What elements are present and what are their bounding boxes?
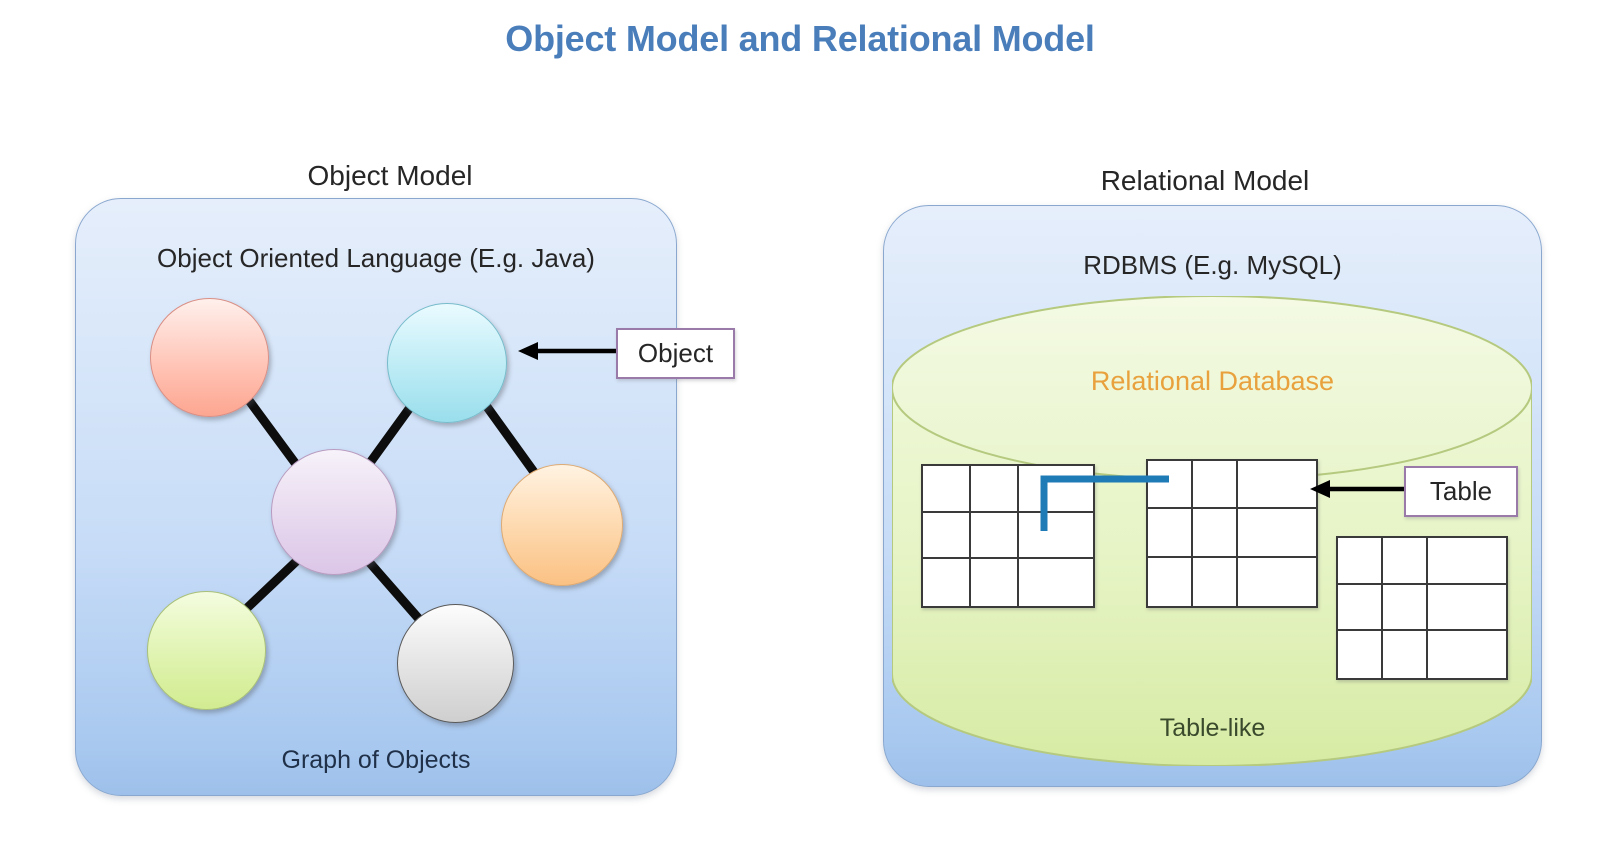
table-cell	[1238, 509, 1316, 558]
rdbms-label: RDBMS (E.g. MySQL)	[1083, 250, 1342, 280]
table-grid-left[interactable]	[921, 464, 1095, 608]
object-node-gray[interactable]	[397, 604, 514, 723]
table-cell	[923, 512, 971, 560]
object-node-red[interactable]	[150, 298, 269, 417]
object-node-green[interactable]	[147, 591, 266, 710]
graph-of-objects-label: Graph of Objects	[281, 746, 471, 774]
object-node-purple[interactable]	[271, 449, 397, 575]
table-cell	[1193, 509, 1238, 558]
page-title: Object Model and Relational Model	[505, 18, 1095, 59]
object-callout-label: Object	[637, 338, 714, 368]
table-cell	[1019, 512, 1093, 560]
table-cell	[1148, 509, 1193, 558]
table-cell	[1338, 584, 1383, 632]
table-cell	[1148, 557, 1193, 606]
table-cell	[971, 559, 1019, 606]
table-cell	[971, 512, 1019, 560]
relational-database-label: Relational Database	[1090, 366, 1335, 396]
table-cell	[923, 559, 971, 606]
edge-cyan-orange	[480, 399, 544, 484]
table-grid-right[interactable]	[1336, 536, 1508, 680]
table-cell	[1428, 631, 1506, 678]
relational-model-heading: Relational Model	[1100, 165, 1310, 196]
table-cell	[1148, 461, 1193, 510]
table-cell	[971, 466, 1019, 513]
relational-model-container: RDBMS (E.g. MySQL) Relational Database	[883, 205, 1542, 787]
table-cell	[1338, 538, 1383, 585]
object-callout[interactable]: Object	[616, 328, 735, 379]
table-cell	[1193, 461, 1238, 510]
table-cell	[1383, 584, 1428, 632]
table-cell	[1383, 538, 1428, 585]
table-callout[interactable]: Table	[1404, 466, 1518, 517]
table-cell	[1428, 538, 1506, 585]
table-cell	[1193, 557, 1238, 606]
table-like-label: Table-like	[1159, 714, 1266, 742]
table-cell	[1238, 557, 1316, 606]
table-cell	[1019, 559, 1093, 606]
table-grid-middle[interactable]	[1146, 459, 1318, 608]
edge-purple-gray	[358, 550, 424, 624]
object-model-container: Object Oriented Language (E.g. Java) Gra…	[75, 198, 677, 796]
table-cell	[1338, 631, 1383, 678]
table-cell	[1428, 584, 1506, 632]
table-cell	[1383, 631, 1428, 678]
edge-red-purple	[240, 390, 306, 476]
object-oriented-language-label: Object Oriented Language (E.g. Java)	[157, 243, 595, 273]
table-cell	[923, 466, 971, 513]
table-cell	[1238, 461, 1316, 510]
object-node-orange[interactable]	[501, 464, 623, 586]
object-node-cyan[interactable]	[387, 303, 507, 423]
table-callout-label: Table	[1429, 476, 1493, 506]
object-model-heading: Object Model	[307, 160, 473, 191]
table-cell	[1019, 466, 1093, 513]
